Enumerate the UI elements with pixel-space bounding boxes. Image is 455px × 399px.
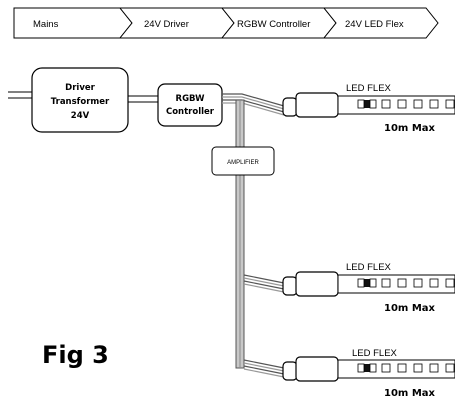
flow-step-mains-label: Mains <box>33 19 59 30</box>
led-flex-strip-1: LED FLEX 10m Max <box>282 83 455 134</box>
flow-step-driver-label: 24V Driver <box>144 19 189 30</box>
strip-1-label: LED FLEX <box>346 83 392 94</box>
flow-step-mains <box>13 7 133 39</box>
strip-1-end-connector <box>295 92 339 118</box>
strip-3-chip-lead <box>364 364 370 372</box>
amplifier-label: AMPLIFIER <box>227 160 259 166</box>
figure-label: Fig 3 <box>42 341 109 369</box>
mains-input-cable <box>8 91 32 99</box>
strip-3-cable-boot <box>282 361 298 381</box>
ribbon-cable-strip-2 <box>243 274 285 293</box>
rgbw-controller-box <box>157 83 223 127</box>
strip-3-max-length: 10m Max <box>384 388 436 399</box>
flow-step-controller-label: RGBW Controller <box>237 19 310 30</box>
strip-1-max-length: 10m Max <box>384 123 436 134</box>
amplifier-box <box>211 146 275 176</box>
driver-label-line2: Transformer <box>51 97 110 107</box>
strip-3-label: LED FLEX <box>352 348 398 359</box>
ribbon-cable-strip-1 <box>222 93 285 116</box>
strip-2-end-connector <box>295 271 339 297</box>
strip-1-cable-boot <box>282 97 298 117</box>
strip-2-cable-boot <box>282 276 298 296</box>
strip-1-chip-lead <box>364 100 370 108</box>
strip-2-chip-lead <box>364 279 370 287</box>
driver-transformer-box <box>31 67 129 133</box>
controller-label-line2: Controller <box>166 107 215 117</box>
strip-2-label: LED FLEX <box>346 262 392 273</box>
driver-label-line1: Driver <box>65 83 95 93</box>
strip-2-max-length: 10m Max <box>384 303 436 314</box>
led-flex-strip-3: LED FLEX 10m Max <box>282 348 455 399</box>
led-flex-strip-2: LED FLEX 10m Max <box>282 262 455 314</box>
strip-3-end-connector <box>295 356 339 382</box>
flow-chevrons: Mains 24V Driver RGBW Controller 24V LED… <box>13 7 439 39</box>
flow-step-flex <box>322 7 439 39</box>
flow-step-flex-label: 24V LED Flex <box>345 19 404 30</box>
driver-controller-cable <box>128 95 158 103</box>
controller-label-line1: RGBW <box>176 94 206 104</box>
trunk-cable <box>235 99 245 369</box>
ribbon-cable-strip-3 <box>243 359 285 378</box>
driver-label-line3: 24V <box>71 111 90 121</box>
